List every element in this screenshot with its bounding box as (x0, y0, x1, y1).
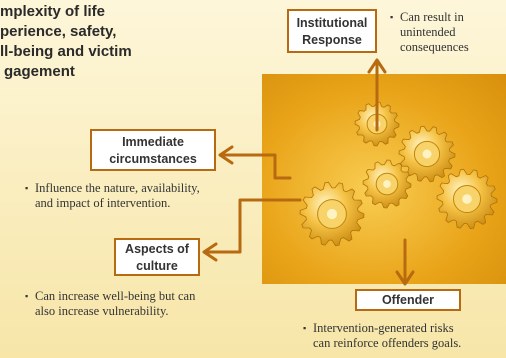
diagram-title: mplexity of life perience, safety, ll-be… (0, 2, 200, 82)
bullet-text: Can increase well-being but can (35, 289, 196, 303)
box-label: Immediate (122, 135, 184, 149)
box-label: Institutional (296, 16, 368, 30)
offender-box: Offender (355, 289, 461, 311)
gear-hole-icon (326, 208, 338, 220)
bullet-icon: ▪ (390, 12, 394, 22)
box-label: Aspects of (125, 242, 189, 256)
bullet-text: and impact of intervention. (35, 196, 171, 210)
arrowhead-offender (395, 270, 415, 286)
box-label: Response (302, 33, 362, 47)
offender-bullet: ▪ Intervention-generated risks can reinf… (303, 321, 506, 351)
bullet-text: consequences (400, 40, 469, 54)
box-label: Offender (381, 293, 435, 307)
title-line: gagement (4, 63, 75, 80)
arrow-to-culture (204, 198, 302, 254)
immediate-circumstances-box: Immediate circumstances (90, 129, 216, 171)
title-line: perience, safety, (0, 23, 117, 40)
arrowhead-institutional (367, 58, 387, 74)
bullet-text: can reinforce offenders goals. (313, 336, 462, 350)
box-label: circumstances (109, 152, 197, 166)
bullet-text: unintended (400, 25, 456, 39)
title-line: ll-being and victim (0, 43, 132, 60)
bullet-icon: ▪ (25, 183, 29, 193)
bullet-icon: ▪ (25, 291, 29, 301)
bullet-text: Can result in (400, 10, 464, 24)
arrowhead-culture (202, 242, 218, 262)
institutional-response-box: Institutional Response (287, 9, 377, 53)
bullet-text: Influence the nature, availability, (35, 181, 200, 195)
gear-hole-icon (422, 149, 432, 159)
arrowhead-immediate (218, 145, 234, 165)
aspects-of-culture-box: Aspects of culture (114, 238, 200, 276)
bullet-icon: ▪ (303, 323, 307, 333)
gear-hole-icon (462, 194, 472, 204)
bullet-text: also increase vulnerability. (35, 304, 169, 318)
gear-hole-icon (383, 180, 391, 188)
institutional-bullet: ▪ Can result in unintended consequences (390, 10, 504, 55)
arrow-to-immediate (220, 153, 292, 180)
bullet-text: Intervention-generated risks (313, 321, 454, 335)
box-label: culture (136, 259, 178, 273)
immediate-bullet: ▪ Influence the nature, availability, an… (25, 181, 260, 211)
culture-bullet: ▪ Can increase well-being but can also i… (25, 289, 260, 319)
title-line: mplexity of life (0, 3, 106, 20)
